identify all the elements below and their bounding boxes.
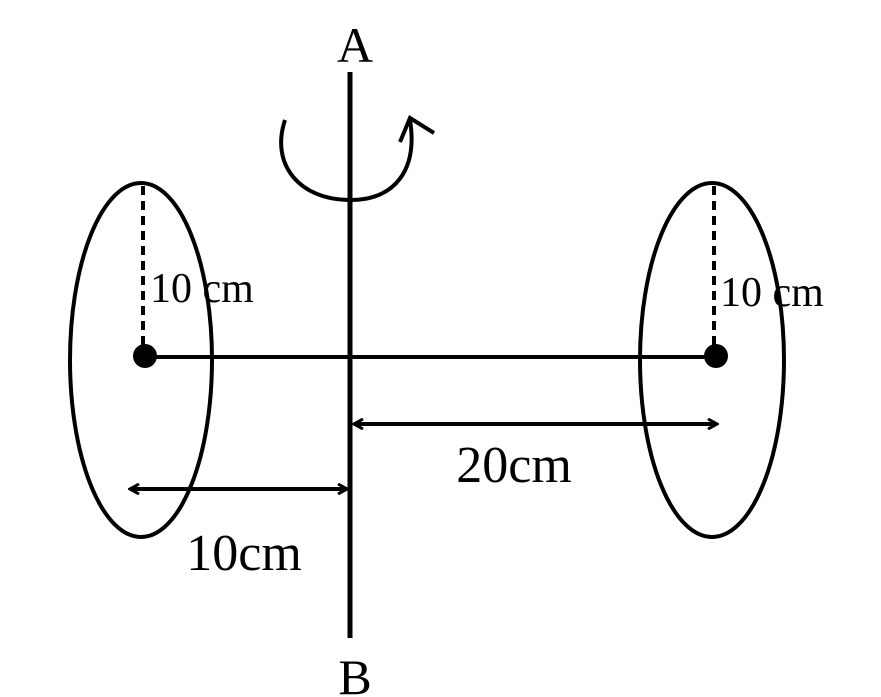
rotation-arrow — [279, 119, 414, 203]
axis-label-bottom: B — [338, 649, 371, 697]
left-radius-label: 10 cm — [150, 266, 254, 312]
right-radius-label: 10 cm — [720, 270, 824, 316]
left-distance-label: 10cm — [186, 525, 302, 582]
right-ring — [638, 181, 786, 539]
right-distance-label: 20cm — [456, 437, 572, 494]
right-ring-center — [704, 344, 728, 368]
left-ring — [68, 181, 214, 539]
left-ring-center — [133, 344, 157, 368]
rotation-arrowhead — [398, 115, 436, 143]
axis-label-top: A — [337, 17, 373, 73]
